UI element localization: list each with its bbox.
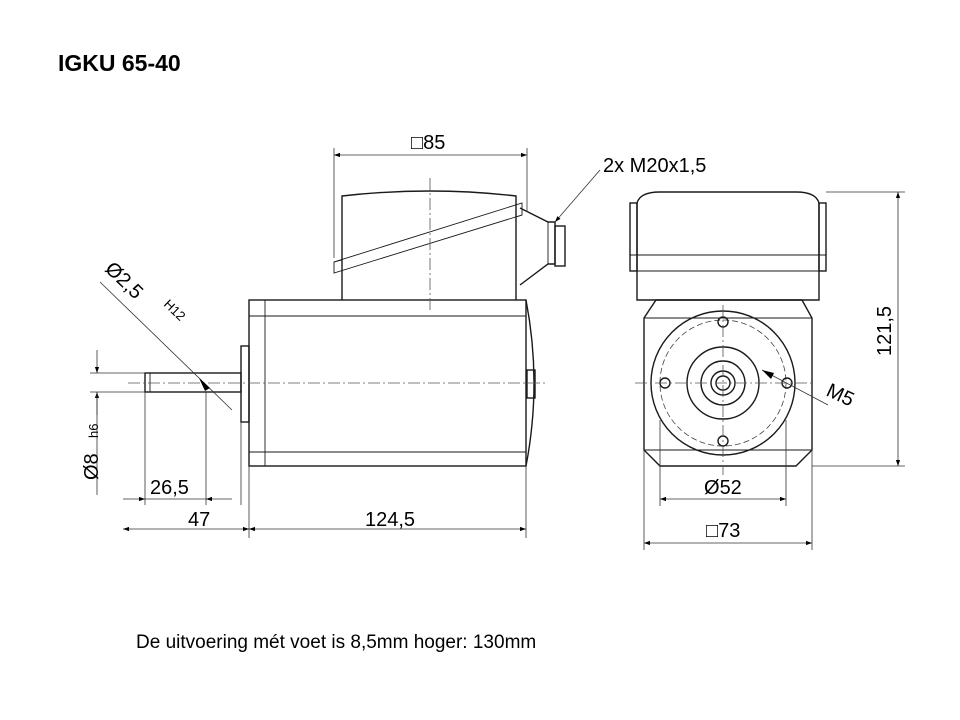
hole-tolerance-label: H12 xyxy=(161,296,189,323)
cable-gland-label: 2x M20x1,5 xyxy=(603,155,706,177)
total-height-label: 121,5 xyxy=(874,306,896,356)
box-square-label: 85 xyxy=(423,132,445,154)
front-view: M5 121,5 Ø52 □73 xyxy=(629,191,905,550)
footnote: De uitvoering mét voet is 8,5mm hoger: 1… xyxy=(136,632,537,653)
diameter-symbol: Ø xyxy=(704,477,720,499)
shaft-diameter-label: 8 xyxy=(81,453,103,464)
shaft-length-label: 26,5 xyxy=(150,477,189,499)
square-symbol: □ xyxy=(706,520,718,542)
svg-text:□73: □73 xyxy=(706,520,740,542)
flange-square-label: 73 xyxy=(718,520,740,542)
svg-text:□85: □85 xyxy=(411,132,445,154)
motor-length-label: 124,5 xyxy=(365,509,415,531)
svg-text:Ø8: Ø8 xyxy=(81,453,103,480)
shaft-tolerance-label: h6 xyxy=(86,424,101,438)
shaft xyxy=(144,372,242,393)
svg-text:Ø2,5: Ø2,5 xyxy=(101,258,147,304)
diameter-symbol: Ø xyxy=(81,464,103,480)
flange-to-shaft-end-label: 47 xyxy=(188,509,210,531)
page-title: IGKU 65-40 xyxy=(58,50,181,76)
square-symbol: □ xyxy=(411,132,423,154)
svg-text:Ø52: Ø52 xyxy=(704,477,742,499)
thread-label: M5 xyxy=(823,380,857,412)
pitch-circle-label: 52 xyxy=(720,477,742,499)
side-view: Ø2,5 H12 Ø8 h6 26,5 47 124,5 xyxy=(81,132,706,538)
terminal-box xyxy=(333,190,566,300)
